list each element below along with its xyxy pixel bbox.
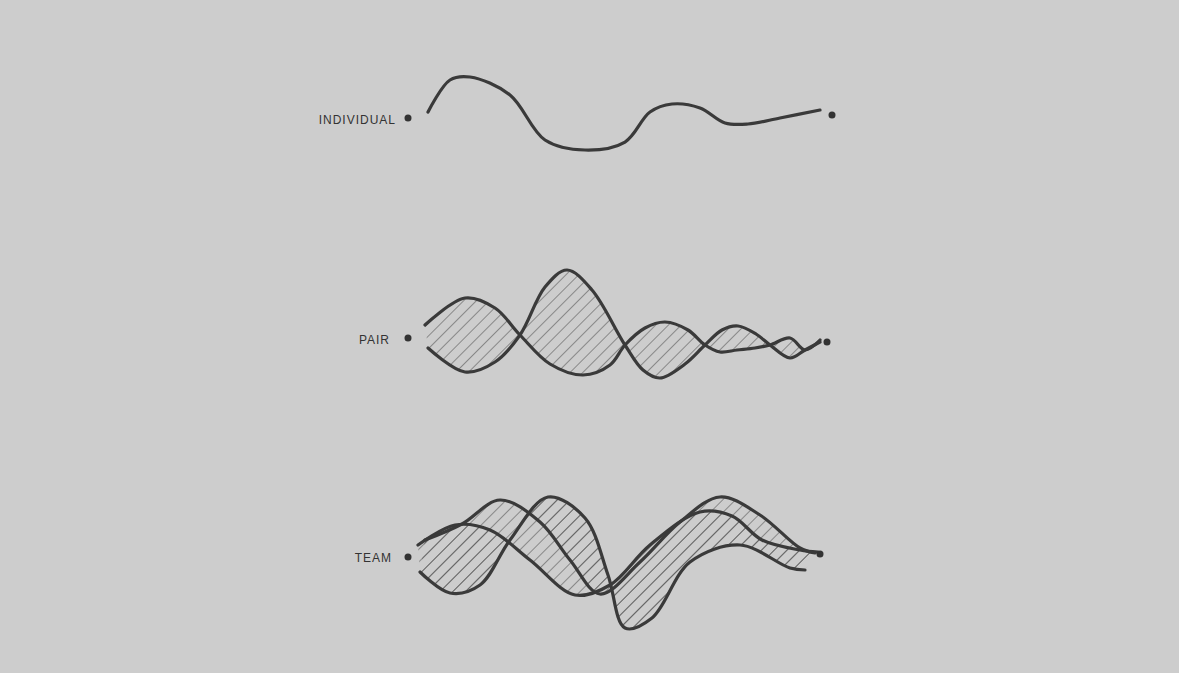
end-dot — [405, 335, 412, 342]
hatched-band — [425, 270, 820, 378]
row-label: INDIVIDUAL — [319, 113, 396, 127]
end-dot — [824, 339, 831, 346]
wave-strand — [420, 497, 805, 629]
hatched-band — [420, 497, 815, 629]
end-dot — [817, 551, 824, 558]
row-label: PAIR — [359, 333, 390, 347]
wave-strand — [428, 76, 820, 150]
wave-strand — [428, 270, 820, 378]
end-dot — [405, 554, 412, 561]
wave-strand — [425, 497, 815, 594]
row-label: TEAM — [355, 551, 392, 565]
end-dot — [829, 112, 836, 119]
hatched-band — [418, 497, 818, 629]
end-dot — [405, 115, 412, 122]
